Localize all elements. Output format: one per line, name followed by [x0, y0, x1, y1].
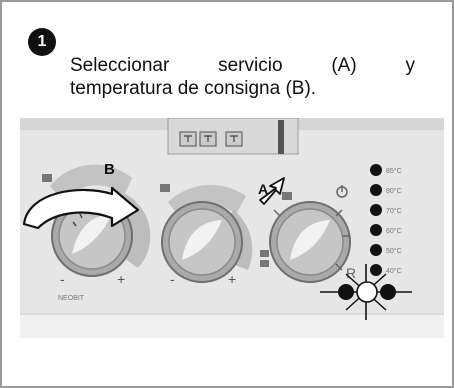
flashing-led-group — [320, 264, 412, 320]
led-indicator — [338, 284, 354, 300]
display-window — [167, 118, 299, 155]
boiler-control-panel: - + B - + — [20, 118, 444, 338]
flashing-led-icon — [356, 281, 378, 303]
instruction-word: y — [405, 55, 416, 76]
led-indicator — [370, 164, 382, 176]
knob-3-grip — [290, 220, 330, 260]
radiator-icon — [42, 174, 52, 182]
led-label: 85°C — [386, 167, 402, 175]
brand-label: NEOBIT — [58, 295, 85, 302]
radiator-small-icon — [260, 250, 269, 257]
led-indicator — [370, 224, 382, 236]
power-icon — [336, 185, 348, 198]
instruction-word: servicio — [218, 55, 283, 76]
rotate-arrow-icon — [22, 186, 140, 230]
tap-small-icon — [260, 260, 269, 267]
dhw-temperature-knob[interactable]: - + — [160, 184, 253, 287]
instruction-word: (A) — [331, 55, 357, 76]
instruction-text: Seleccionar servicio (A) y temperatura d… — [70, 54, 415, 100]
knob-2-grip — [182, 220, 222, 260]
selection-arrow-icon — [259, 177, 285, 205]
led-label: 60°C — [386, 227, 402, 235]
led-indicator — [370, 244, 382, 256]
instruction-word: Seleccionar — [70, 55, 170, 76]
led-label: 50°C — [386, 247, 402, 255]
knob-1-grip — [72, 214, 112, 254]
knob-2-plus-label: + — [228, 271, 236, 287]
reset-r-label: R — [346, 265, 356, 281]
led-indicator — [380, 284, 396, 300]
knob-2-minus-label: - — [170, 271, 175, 287]
step-number: 1 — [37, 33, 47, 50]
summer-winter-icon — [282, 192, 292, 200]
step-number-badge: 1 — [28, 28, 56, 56]
led-indicator-column: 85°C 80°C 70°C 60°C 50°C 40°C — [370, 164, 402, 276]
label-b: B — [104, 161, 115, 178]
panel-bottom-strip — [20, 314, 444, 338]
main-switch-icon[interactable] — [278, 120, 284, 154]
instruction-line-1: Seleccionar servicio (A) y — [70, 54, 415, 77]
instruction-line-2: temperatura de consigna (B). — [70, 78, 317, 99]
led-indicator — [370, 184, 382, 196]
control-panel-illustration: - + B - + — [20, 118, 444, 338]
led-indicator — [370, 204, 382, 216]
led-label: 70°C — [386, 207, 402, 215]
tap-icon — [160, 184, 170, 192]
led-label: 40°C — [386, 267, 402, 275]
service-selector-knob[interactable]: R — [260, 185, 356, 283]
led-indicator — [370, 264, 382, 276]
knob-1-plus-label: + — [117, 271, 125, 287]
knob-1-minus-label: - — [60, 271, 65, 287]
label-a: A — [258, 181, 268, 197]
led-label: 80°C — [386, 187, 402, 195]
